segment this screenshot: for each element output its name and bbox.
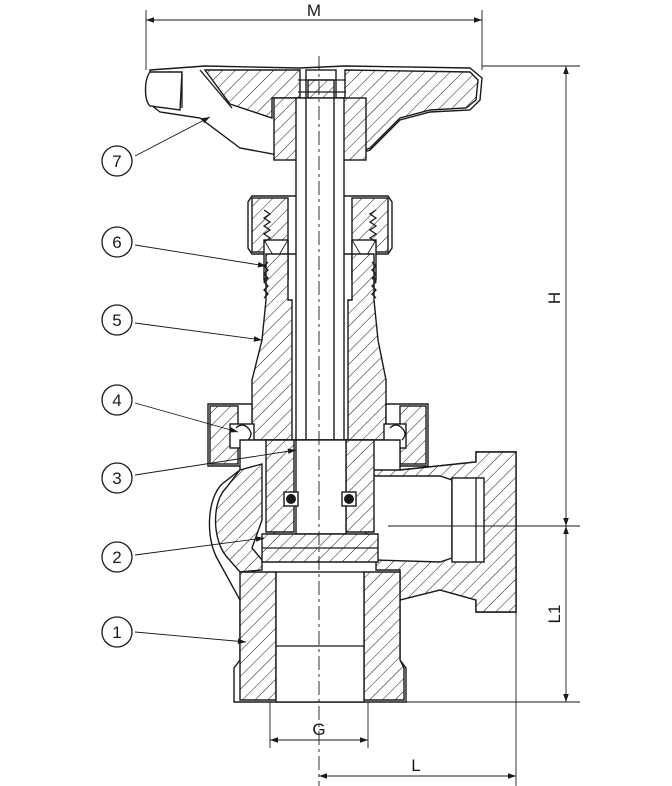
dimension-g-label: G	[312, 720, 325, 739]
balloon-1: 1	[101, 616, 247, 648]
balloon-5-label: 5	[112, 311, 121, 330]
balloon-1-label: 1	[112, 623, 121, 642]
dimension-l-label: L	[411, 756, 420, 775]
handwheel	[144, 65, 483, 161]
dimension-l1: L1	[545, 526, 569, 702]
dimension-l: L	[319, 612, 517, 786]
dimension-m: M	[145, 1, 483, 70]
balloon-7-label: 7	[112, 152, 121, 171]
balloon-4: 4	[101, 384, 239, 433]
balloon-6-label: 6	[112, 233, 121, 252]
dimension-g: G	[269, 702, 369, 748]
balloon-7: 7	[101, 116, 211, 177]
balloon-2: 2	[101, 536, 265, 573]
balloon-6: 6	[101, 226, 267, 268]
balloon-2-label: 2	[112, 548, 121, 567]
dimension-h: H	[400, 65, 580, 703]
dimension-m-label: M	[307, 1, 321, 20]
dimension-l1-label: L1	[545, 605, 564, 624]
balloon-3-label: 3	[112, 469, 121, 488]
valve-disc	[261, 439, 379, 563]
balloon-4-label: 4	[112, 391, 121, 410]
balloon-5: 5	[101, 304, 263, 342]
balloon-3: 3	[101, 448, 297, 494]
dimension-h-label: H	[545, 292, 564, 304]
